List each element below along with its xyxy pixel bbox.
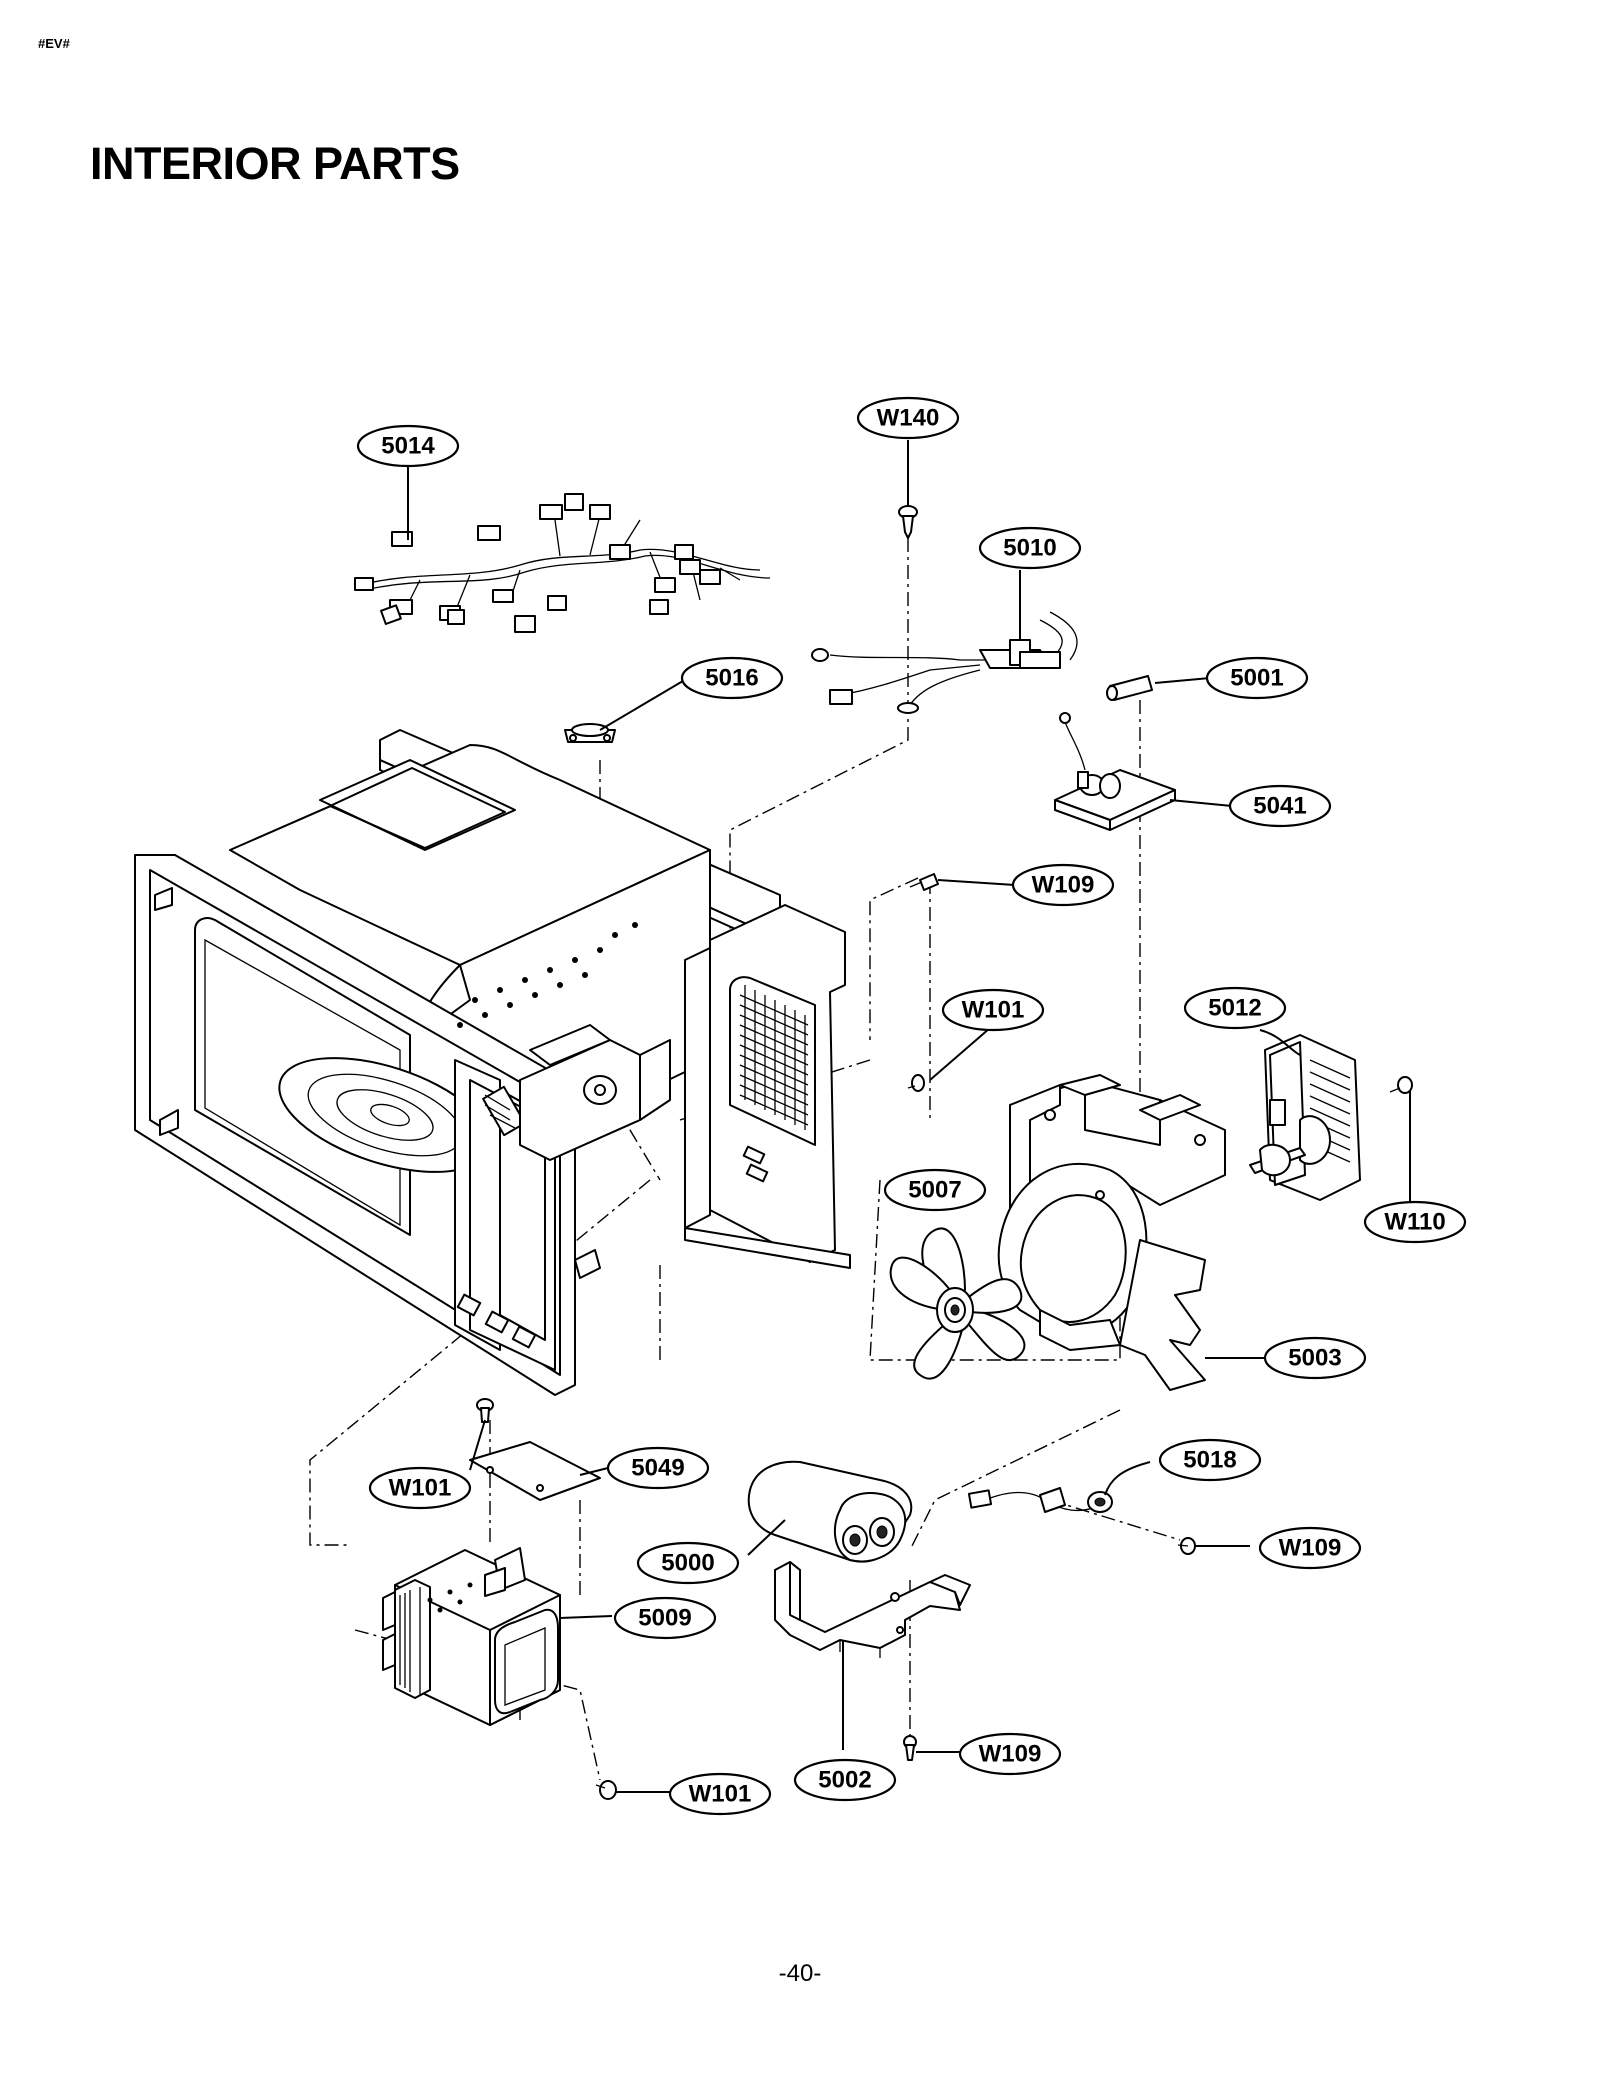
fan-duct-5003 bbox=[997, 1074, 1226, 1391]
callout-w110: W110 bbox=[1363, 1200, 1467, 1244]
callout-label: 5010 bbox=[1003, 535, 1056, 562]
callout-w101-bottom: W101 bbox=[668, 1772, 772, 1816]
callout-5041: 5041 bbox=[1228, 784, 1332, 828]
page-title: INTERIOR PARTS bbox=[90, 138, 460, 189]
callout-w109-upper: W109 bbox=[1011, 863, 1115, 907]
screw-w140 bbox=[898, 505, 918, 539]
callout-label: W101 bbox=[389, 1475, 452, 1502]
callout-5049: 5049 bbox=[606, 1446, 710, 1490]
callout-5002: 5002 bbox=[793, 1758, 897, 1802]
callout-5014: 5014 bbox=[356, 424, 460, 468]
callout-5007: 5007 bbox=[883, 1168, 987, 1212]
header-tag: #EV# bbox=[38, 36, 70, 51]
transformer-5009 bbox=[382, 1547, 561, 1726]
callout-label: 5049 bbox=[631, 1455, 684, 1482]
callout-label: 5007 bbox=[908, 1177, 961, 1204]
callout-5010: 5010 bbox=[978, 526, 1082, 570]
screw-w101-bottom bbox=[595, 1780, 617, 1800]
callout-label: 5003 bbox=[1288, 1345, 1341, 1372]
callout-5003: 5003 bbox=[1263, 1336, 1367, 1380]
callout-w101-left: W101 bbox=[368, 1466, 472, 1510]
callout-label: 5012 bbox=[1208, 995, 1261, 1022]
callout-label: 5001 bbox=[1230, 665, 1283, 692]
callout-label: W110 bbox=[1384, 1209, 1445, 1236]
callout-5016: 5016 bbox=[680, 656, 784, 700]
callout-label: W101 bbox=[689, 1781, 752, 1808]
screw-w110 bbox=[1389, 1076, 1413, 1094]
fuse-5001 bbox=[1106, 675, 1153, 701]
callout-5012: 5012 bbox=[1183, 986, 1287, 1030]
leader-lines bbox=[407, 440, 1411, 1793]
screw-w109-bottom bbox=[903, 1735, 917, 1761]
capacitor-bracket-5002 bbox=[774, 1561, 971, 1658]
callout-w109-bottom: W109 bbox=[958, 1732, 1062, 1776]
callout-5001: 5001 bbox=[1205, 656, 1309, 700]
page-number: -40- bbox=[778, 1960, 822, 1987]
noise-filter-board-5041 bbox=[1054, 712, 1176, 831]
side-vent-grid bbox=[739, 985, 809, 1130]
callout-label: 5014 bbox=[381, 433, 435, 460]
callout-label: 5016 bbox=[705, 665, 758, 692]
screw-w101-middle bbox=[907, 1074, 925, 1092]
fan-blade-5007 bbox=[889, 1227, 1026, 1380]
screw-w101-left bbox=[476, 1398, 494, 1423]
thermostat-5016 bbox=[564, 723, 616, 743]
callout-label: W140 bbox=[877, 405, 940, 432]
callout-w101-middle: W101 bbox=[941, 988, 1045, 1032]
callout-5009: 5009 bbox=[613, 1596, 717, 1640]
callout-label: 5002 bbox=[818, 1767, 871, 1794]
screw-w109-right bbox=[1177, 1537, 1196, 1555]
callout-label: 5041 bbox=[1253, 793, 1306, 820]
callout-label: W109 bbox=[979, 1741, 1042, 1768]
callout-w109-right: W109 bbox=[1258, 1526, 1362, 1570]
cover-plate-5049 bbox=[469, 1441, 601, 1501]
fan-motor-5012 bbox=[1249, 1034, 1361, 1201]
callout-label: W109 bbox=[1032, 872, 1095, 899]
callout-5000: 5000 bbox=[636, 1541, 740, 1585]
callout-w140: W140 bbox=[856, 396, 960, 440]
capacitor-5000 bbox=[747, 1460, 913, 1563]
screw-w109-upper bbox=[909, 873, 939, 891]
sensor-5018 bbox=[967, 1487, 1113, 1513]
power-cord-5010 bbox=[811, 611, 1078, 714]
callout-label: W101 bbox=[962, 997, 1025, 1024]
callout-label: 5009 bbox=[638, 1605, 691, 1632]
callout-5018: 5018 bbox=[1158, 1438, 1262, 1482]
callout-label: 5000 bbox=[661, 1550, 714, 1577]
wire-harness-5014 bbox=[354, 493, 771, 633]
callout-label: W109 bbox=[1279, 1535, 1342, 1562]
callout-label: 5018 bbox=[1183, 1447, 1236, 1474]
oven-cavity bbox=[134, 729, 851, 1396]
